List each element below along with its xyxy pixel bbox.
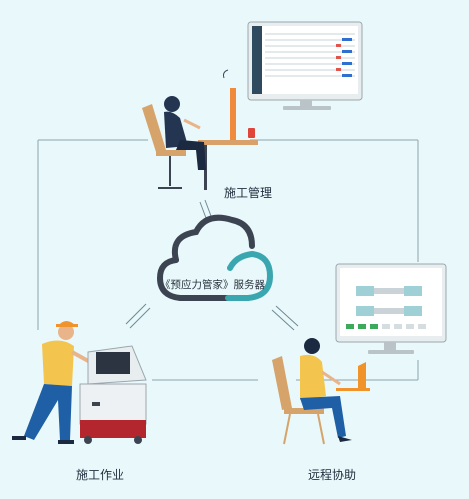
link-arrows	[125, 199, 299, 331]
site-device	[79, 345, 147, 444]
server-cloud: 《预应力管家》服务器	[156, 214, 274, 301]
management-label: 施工管理	[224, 186, 273, 200]
site-worker	[12, 321, 91, 444]
management-worker	[142, 69, 258, 190]
remote-monitor	[335, 263, 447, 354]
remote-label: 远程协助	[308, 468, 357, 482]
remote-worker	[272, 338, 370, 445]
management-monitor	[247, 21, 363, 110]
server-label: 《预应力管家》服务器	[160, 279, 265, 291]
connector-lines	[37, 139, 419, 381]
site-label: 施工作业	[76, 468, 125, 482]
